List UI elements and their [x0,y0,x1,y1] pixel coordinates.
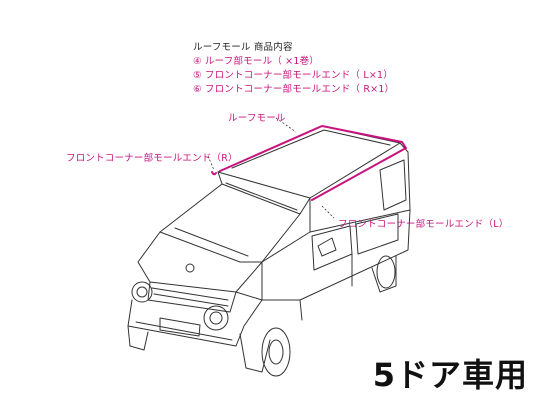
contents-heading: ルーフモール 商品内容 [193,42,293,53]
contents-item-roof-molding: ④ ルーフ部モール（ ×1巻） [193,56,319,67]
contents-item-end-left: ⑤ フロントコーナー部モールエンド（ L×1） [193,70,393,81]
callout-roof-molding: ルーフモール [228,113,286,124]
callout-front-corner-left: フロントコーナー部モールエンド（L） [338,219,509,230]
callout-front-corner-right: フロントコーナー部モールエンド（R） [66,153,238,164]
product-contents-list: ルーフモール 商品内容 ④ ルーフ部モール（ ×1巻） ⑤ フロントコーナー部モ… [193,41,394,97]
contents-item-end-right: ⑥ フロントコーナー部モールエンド（ R×1） [193,84,395,95]
five-door-model-badge: 5ドア車用 [372,356,528,394]
